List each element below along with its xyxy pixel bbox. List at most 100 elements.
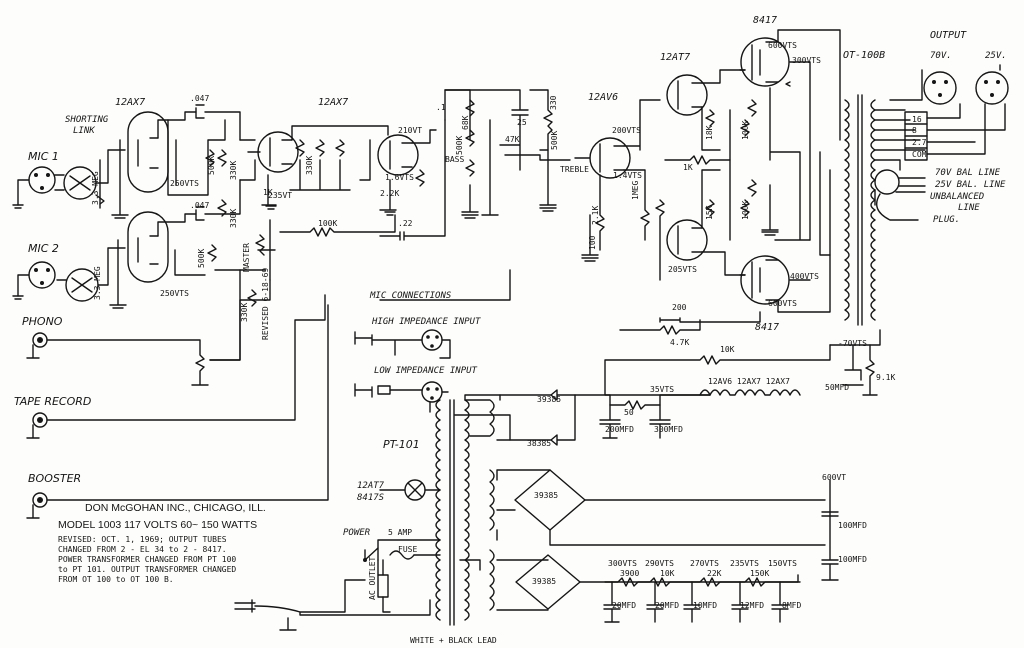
tape-label: TAPE RECORD	[14, 395, 91, 408]
mic2-label: MIC 2	[28, 242, 59, 255]
volt-235: 235VT	[268, 191, 292, 200]
master-label: MASTER	[242, 243, 251, 272]
tube-v1-lower	[127, 211, 197, 283]
line-cord-plug	[234, 579, 431, 631]
mic1-wire	[95, 149, 126, 184]
volt-290: 290VTS	[645, 559, 674, 568]
tube-out2-8417	[740, 255, 790, 305]
fuse	[389, 550, 415, 560]
volt-160: 1.6VTS	[385, 173, 414, 182]
mic1-label: MIC 1	[28, 150, 59, 163]
val-c330: 330	[549, 95, 558, 110]
fuse-label-2: FUSE	[398, 545, 417, 554]
line25-label: 25V BAL. LINE	[935, 180, 1006, 190]
volt-14: 1.4VTS	[613, 171, 642, 180]
val-diode-a: 39385	[537, 395, 561, 404]
val-10mfd: 10MFD	[693, 601, 717, 610]
power-switch	[363, 547, 379, 576]
val-21k: 2.1K	[591, 206, 600, 225]
pot-500k-1	[205, 149, 215, 167]
val-200mfd: 200MFD	[605, 425, 634, 434]
val-r50: 50	[624, 408, 634, 417]
mic-connections-label: MIC CONNECTIONS	[369, 291, 452, 301]
val-47k: 47K	[505, 135, 520, 144]
volt-200: 200VTS	[612, 126, 641, 135]
val-100k-a: 100K	[741, 121, 750, 140]
pilot-label-1: 12AT7	[357, 481, 385, 491]
volt-270: 270VTS	[690, 559, 719, 568]
val-100k-b: 100K	[741, 201, 750, 220]
val-33meg-1: 3.3 MEG	[91, 171, 100, 205]
ac-outlet-label: AC OUTLET	[368, 556, 377, 600]
val-10k-c: 10K	[660, 569, 675, 578]
tap-16: 16	[912, 115, 922, 124]
val-1meg: 1MEG	[631, 181, 640, 200]
heater-string-label: 12AV6 12AX7 12AX7	[708, 377, 790, 386]
val-10k-b: 10K	[720, 345, 735, 354]
tap-27: 2.7	[912, 138, 927, 147]
volt-210: 210VT	[398, 126, 422, 135]
coupling-cap-047-1	[195, 104, 205, 119]
val-c25: 25	[517, 118, 527, 127]
val-150k: 150K	[750, 569, 769, 578]
val-330k-1: 330K	[229, 161, 238, 180]
tube-v3-12at7	[666, 74, 708, 261]
tube-out1-8417	[740, 37, 791, 87]
volt-35: 35VTS	[650, 385, 674, 394]
val-20mfd-1: 20MFD	[612, 601, 636, 610]
tap-com: COM	[912, 150, 927, 159]
val-330k-3: 330K	[305, 156, 314, 175]
val-330k-2: 330K	[229, 209, 238, 228]
val-bridge-1: 39385	[534, 491, 558, 500]
volt-300: 300VTS	[792, 56, 821, 65]
ac-outlet	[377, 574, 389, 598]
plug-connector	[874, 159, 926, 221]
line-label: LINE	[958, 203, 980, 213]
volt-600dc: 600VT	[822, 473, 846, 482]
volt-600-1: 600VTS	[768, 41, 797, 50]
val-50mfd: 50MFD	[825, 383, 849, 392]
shorting-link-label-1: SHORTING	[65, 115, 109, 125]
tube-label-out1: 8417	[753, 15, 777, 26]
val-47k-fb: 4.7K	[670, 338, 689, 347]
mic1-transformer	[54, 166, 97, 200]
val-3900: 3900	[620, 569, 639, 578]
val-68k: 68K	[461, 115, 470, 130]
val-200: 200	[672, 303, 687, 312]
output-sockets	[874, 64, 1009, 161]
master-pot	[255, 234, 265, 256]
output-label: OUTPUT	[930, 30, 967, 41]
val-c047-2: .047	[190, 201, 209, 210]
footer-rev-1: REVISED: OCT. 1, 1969; OUTPUT TUBES	[58, 535, 227, 544]
volt-150: 150VTS	[768, 559, 797, 568]
power-transformer	[435, 399, 495, 626]
tube-label-v1: 12AX7	[115, 97, 145, 108]
val-100: 100	[588, 235, 597, 250]
val-18k: 18K	[705, 125, 714, 140]
pt-label: PT-101	[383, 438, 420, 451]
volt-235b: 235VTS	[730, 559, 759, 568]
footer-model: MODEL 1003 117 VOLTS 60~ 150 WATTS	[58, 519, 257, 531]
val-diode-b: 38385	[527, 439, 551, 448]
booster-jack	[26, 304, 329, 519]
bass-label: BASS	[445, 155, 464, 164]
val-1k: 1K	[263, 188, 273, 197]
tube-label-v3: 12AT7	[660, 52, 690, 63]
lead-label: WHITE + BLACK LEAD	[410, 636, 497, 645]
val-20mfd-2: 20MFD	[655, 601, 679, 610]
mic-connections-inset	[354, 329, 451, 413]
volt-205: 205VTS	[668, 265, 697, 274]
val-330k-4: 330K	[240, 303, 249, 322]
val-33meg-2: 3.3 MEG	[93, 266, 102, 300]
plug-label: PLUG.	[933, 215, 960, 225]
tube-label-out2: 8417	[755, 322, 779, 333]
shorting-link-label-2: LINK	[73, 126, 95, 136]
tube-v2	[257, 131, 419, 176]
footer-rev-3: POWER TRANSFORMER CHANGED FROM PT 100	[58, 555, 236, 564]
phono-label: PHONO	[22, 315, 63, 328]
volt-70: -70VTS	[838, 339, 867, 348]
treble-label: TREBLE	[560, 165, 589, 174]
footer-rev-4: to PT 101. OUTPUT TRANSFORMER CHANGED	[58, 565, 236, 574]
volt-600-2: 600VTS	[768, 299, 797, 308]
